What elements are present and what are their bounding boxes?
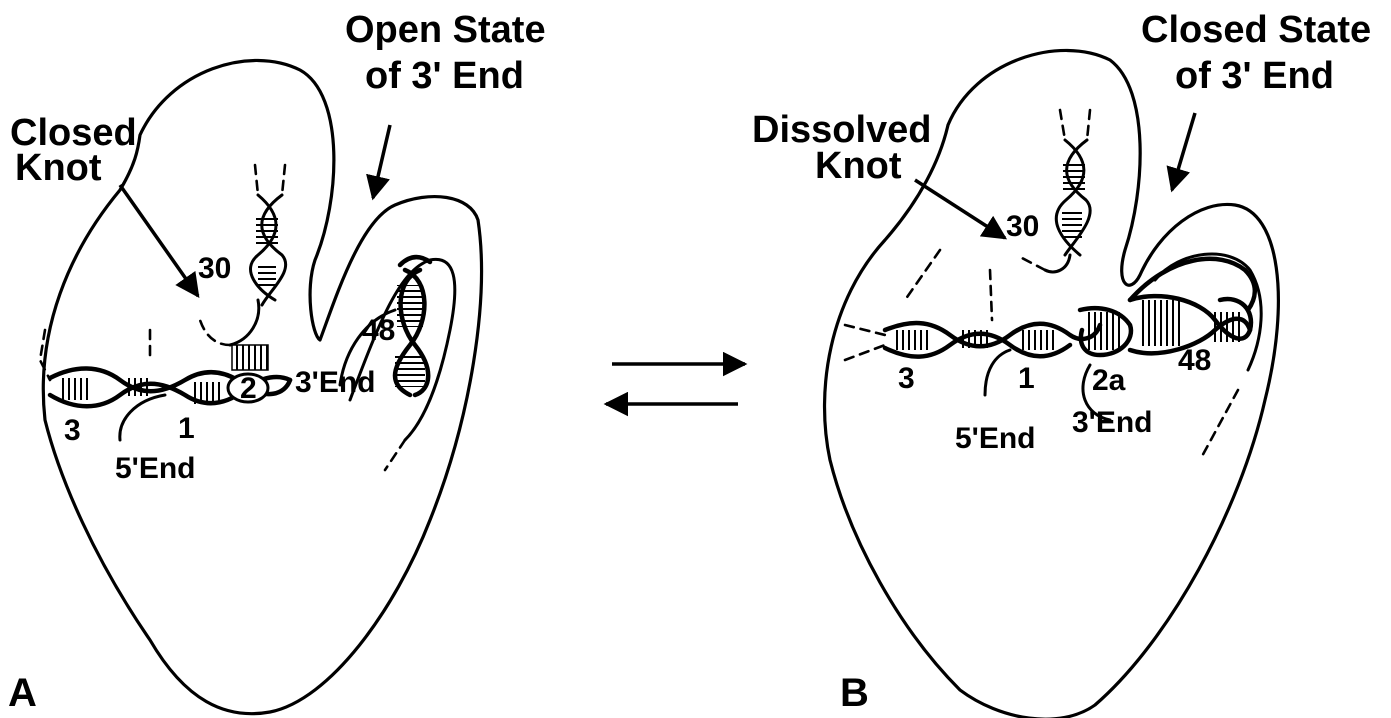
5-end-label-b: 5'End [955, 422, 1035, 455]
helix-3-label-b: 3 [898, 362, 915, 395]
5-end-label-a: 5'End [115, 452, 195, 485]
panel-b: Closed State of 3' End Dissolved Knot 30… [752, 9, 1371, 718]
helix-1-label-a: 1 [178, 412, 195, 445]
helix-2-stem-a [232, 345, 268, 370]
3-end-label-b: 3'End [1072, 406, 1152, 439]
closed-state-arrow [1172, 113, 1195, 190]
helix-48-a [395, 257, 430, 395]
helix-48-label-b: 48 [1178, 344, 1211, 377]
helix-30-b [1056, 110, 1090, 255]
helix-2a-label-b: 2a [1092, 364, 1126, 397]
knot-dash-a [200, 320, 230, 345]
3-end-label-a: 3'End [295, 366, 375, 399]
helix-2-label-a: 2 [240, 372, 257, 405]
helix-1-label-b: 1 [1018, 362, 1035, 395]
dissolved-knot-dash-b [1022, 258, 1045, 270]
closed-state-label-line1: Closed State [1141, 9, 1371, 51]
dissolved-knot-arrow [915, 180, 1005, 238]
inner-groove-dash-b [1200, 390, 1238, 460]
open-state-label-line1: Open State [345, 9, 546, 51]
panel-a: Open State of 3' End Closed Knot 30 48 3… [8, 9, 546, 715]
dissolved-knot-loop-b [1045, 255, 1070, 272]
5-end-strand-a [120, 395, 165, 440]
helix-30-label-a: 30 [198, 252, 231, 285]
inner-groove-dash-a [385, 440, 405, 470]
panel-a-label: A [8, 671, 37, 715]
dissolved-knot-label-line2: Knot [815, 145, 902, 187]
equilibrium-arrows [606, 364, 745, 404]
knot-loop-a [230, 300, 259, 345]
closed-knot-label-line2: Knot [15, 147, 102, 189]
helix-48-label-a: 48 [362, 314, 395, 347]
open-state-arrow [373, 125, 390, 198]
open-state-label-line2: of 3' End [365, 55, 524, 97]
left-dash-b [905, 250, 940, 300]
panel-b-label: B [840, 671, 869, 715]
closed-knot-arrow [120, 185, 198, 296]
helix-30-a [251, 165, 286, 305]
closed-state-label-line2: of 3' End [1175, 55, 1334, 97]
helix-30-label-b: 30 [1006, 210, 1039, 243]
5-end-strand-b [985, 350, 1010, 395]
helix-3-label-a: 3 [64, 414, 81, 447]
